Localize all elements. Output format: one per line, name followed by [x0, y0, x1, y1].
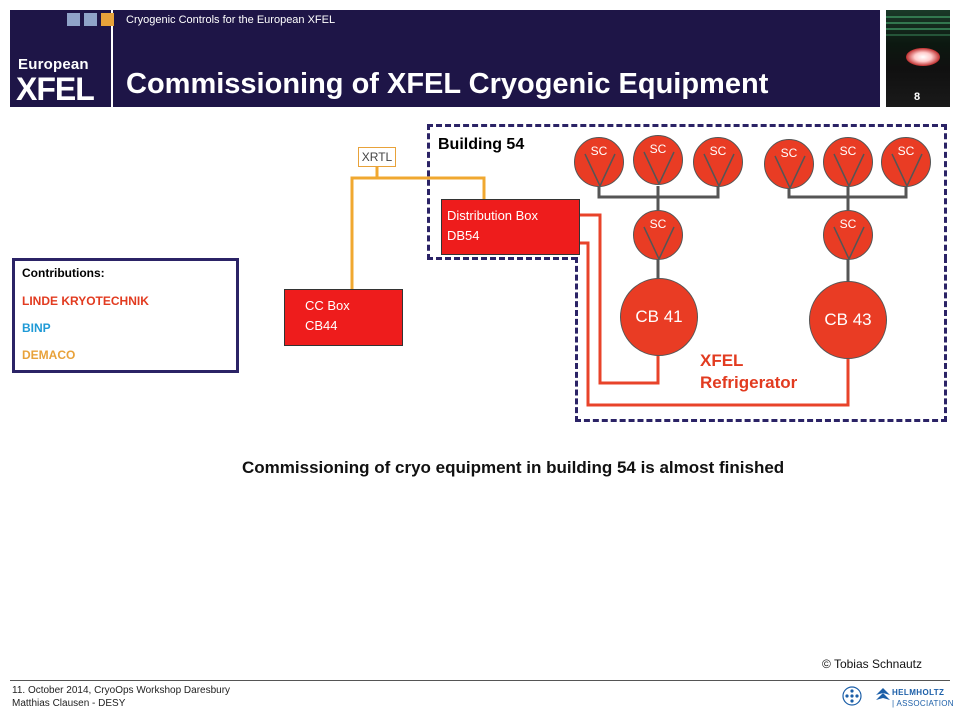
cc-box: CC Box CB44	[284, 289, 403, 346]
xfel-logo: European XFEL	[10, 10, 114, 107]
refrigerator-label-line1: XFEL	[700, 351, 744, 370]
building-54-boundary-step	[427, 257, 577, 260]
header-bar	[10, 10, 880, 107]
footer-event: 11. October 2014, CryoOps Workshop Dares…	[12, 685, 231, 696]
footer-divider	[10, 680, 950, 681]
helmholtz-logo: HELMHOLTZ | ASSOCIATION	[876, 685, 956, 711]
sc-compressor: SC	[633, 210, 683, 260]
contributions-box: Contributions: LINDE KRYOTECHNIK BINP DE…	[12, 258, 239, 373]
sc-compressor: SC	[823, 137, 873, 187]
helmholtz-text: HELMHOLTZ	[892, 688, 945, 697]
distribution-box: Distribution Box DB54	[441, 199, 580, 255]
refrigerator-label-line2: Refrigerator	[700, 373, 798, 392]
sc-compressor: SC	[574, 137, 624, 187]
xrtl-label: XRTL	[358, 147, 396, 167]
db-to-cb41-pipe	[580, 213, 660, 385]
db-to-cb43-pipe	[580, 241, 850, 407]
slide-title: Commissioning of XFEL Cryogenic Equipmen…	[126, 68, 769, 100]
cold-box-cb41: CB 41	[620, 278, 698, 356]
distribution-box-id: DB54	[447, 228, 480, 243]
contributor-demaco: DEMACO	[22, 348, 76, 362]
contributor-binp: BINP	[22, 321, 51, 335]
cold-box-cb43: CB 43	[809, 281, 887, 359]
contributions-title: Contributions:	[22, 266, 105, 280]
slide-subtitle: Cryogenic Controls for the European XFEL	[126, 14, 336, 26]
footer-author: Matthias Clausen - DESY	[12, 698, 126, 709]
sc-compressor: SC	[764, 139, 814, 189]
contributor-linde: LINDE KRYOTECHNIK	[22, 294, 149, 308]
header-photo	[886, 10, 950, 107]
sc-compressor: SC	[823, 210, 873, 260]
building-54-label: Building 54	[438, 136, 525, 153]
logo-square-2	[84, 13, 97, 26]
refrigerator-label: XFEL Refrigerator	[700, 350, 797, 394]
building-54-boundary-lower	[575, 257, 947, 422]
cc-box-id: CB44	[305, 318, 338, 333]
logo-text-european: European	[18, 56, 89, 73]
helmholtz-mark-icon	[876, 688, 890, 700]
sc-compressor: SC	[693, 137, 743, 187]
sc-compressor: SC	[633, 135, 683, 185]
page-number: 8	[913, 91, 921, 103]
cc-box-name: CC Box	[305, 298, 350, 313]
desy-logo-icon	[842, 686, 862, 706]
building-54-boundary	[427, 124, 947, 260]
photo-credit: © Tobias Schnautz	[822, 657, 923, 671]
distribution-box-name: Distribution Box	[447, 208, 539, 223]
helmholtz-association-text: | ASSOCIATION	[892, 699, 954, 708]
xrtl-pipe	[350, 176, 486, 289]
logo-square-1	[67, 13, 80, 26]
sc-compressor: SC	[881, 137, 931, 187]
logo-text-xfel: XFEL	[16, 71, 95, 107]
logo-square-3	[101, 13, 114, 26]
status-note: Commissioning of cryo equipment in build…	[242, 458, 785, 477]
